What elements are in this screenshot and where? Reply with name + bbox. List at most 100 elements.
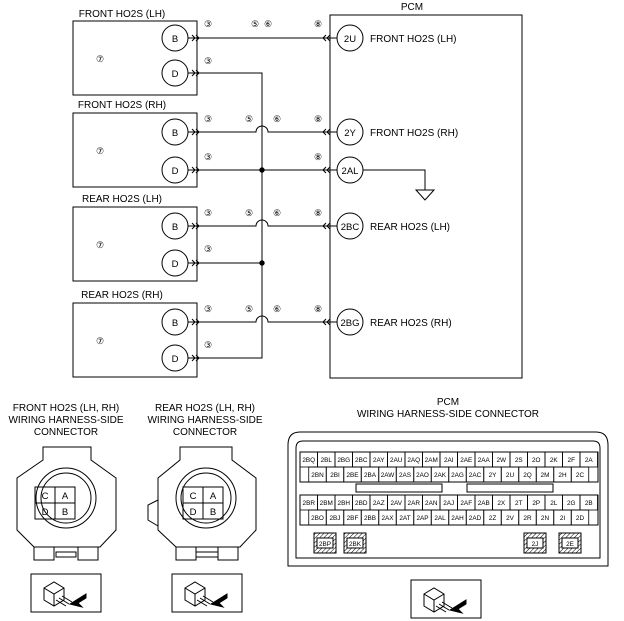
svg-text:CONNECTOR: CONNECTOR [173,427,237,438]
ref-3: ③ [204,244,212,254]
pin-b: B [172,128,178,139]
svg-text:C: C [42,491,49,502]
svg-text:2BP: 2BP [319,541,331,548]
pcm-pin-label: 2Q [523,472,532,479]
ref-8: ⑧ [314,208,322,218]
pcm-pin-label: 2AT [399,515,410,522]
ref-3: ③ [204,340,212,350]
body-ref: ⑦ [96,146,104,156]
pcm-pin-label: 2BG [337,457,350,464]
ref-8: ⑧ [314,114,322,124]
svg-text:2E: 2E [566,541,574,548]
ref-6: ⑥ [273,304,281,314]
junction-dots [259,167,265,266]
pcm-pin-label: 2D [576,515,585,522]
pcm-pin-label: 2T [515,500,523,507]
pcm-pin-label: 2AA [478,457,491,464]
pcm-pin-label: 2A [585,457,594,464]
svg-text:D: D [190,507,197,518]
pcm-pin-label: 2AM [425,457,438,464]
pcm-terminal-label: 2BC [341,222,360,233]
pcm-terminal-2al: 2AL [336,156,364,184]
front-connector-pin-grid: C A D B [34,486,76,520]
pcm-pin-label: 2AS [399,472,411,479]
sensor-front-lh: FRONT HO2S (LH) ⑦ B D [72,9,198,96]
pcm-pin-label: 2AF [460,500,472,507]
ref-8: ⑧ [314,304,322,314]
connector-chevrons [191,34,331,362]
pcm-pin-label: 2BO [311,515,324,522]
pcm-pin-label: 2BD [355,500,368,507]
pcm-pin-label: 2G [567,500,576,507]
pcm-connector-view-icon [410,579,482,619]
pcm-pin-label: 2Z [489,515,497,522]
svg-text:WIRING HARNESS-SIDE CONNECTOR: WIRING HARNESS-SIDE CONNECTOR [357,409,539,420]
pcm-pin-cell [570,509,590,526]
pcm-pin-label: 2AQ [407,457,420,464]
pcm-pin-label: 2BH [338,500,351,507]
pcm-pin-label: 2F [568,457,576,464]
svg-text:C: C [190,491,197,502]
pcm-pin-label: 2AZ [373,500,385,507]
rear-connector-title: REAR HO2S (LH, RH) WIRING HARNESS-SIDE C… [147,403,262,438]
ref-5: ⑤ [245,114,253,124]
pcm-pin-label: 2L [550,500,558,507]
pcm-pin-label: 2H [558,472,567,479]
svg-text:WIRING HARNESS-SIDE: WIRING HARNESS-SIDE [147,415,262,426]
ref-8: ⑧ [314,19,322,29]
svg-text:2J: 2J [532,541,539,548]
pcm-pin-label: 2AH [451,515,464,522]
pcm-pin-label: 2AY [373,457,385,464]
pcm-pin-label: 2X [497,500,506,507]
pcm-pin-label: 2BL [321,457,333,464]
pcm-pin-label: 2AD [469,515,482,522]
svg-text:D: D [42,507,49,518]
pcm-connector-title: PCM WIRING HARNESS-SIDE CONNECTOR [357,397,539,420]
pcm-pin-label: 2AU [390,457,403,464]
rear-connector-view-icon [171,573,243,613]
svg-text:B: B [62,507,68,518]
pcm-pin-label: 2BC [355,457,368,464]
pcm-terminal-label: 2U [344,34,356,45]
pcm-terminal-label: 2BG [340,318,359,329]
pcm-pin-label: 2AC [469,472,482,479]
pcm-pin-label: 2W [496,457,507,464]
pcm-pin-label: 2BJ [329,515,340,522]
pcm-terminal-desc: REAR HO2S (LH) [370,222,450,233]
pcm-pin-label: 2I [560,515,566,522]
ref-3: ③ [204,208,212,218]
pcm-pin-label: 2B [585,500,593,507]
pcm-pin-label: 2AB [478,500,490,507]
pcm-pin-label: 2K [550,457,559,464]
rear-connector-pin-grid: C A D B [182,486,224,520]
pcm-pin-label: 2BI [330,472,340,479]
pcm-pin-label: 2AR [408,500,421,507]
pcm-pin-label: 2BF [347,515,359,522]
pcm-corner-pins: 2BP 2BK 2J 2E [313,532,582,554]
pcm-pin-label: 2BB [364,515,376,522]
ref-5: ⑤ [251,19,259,29]
pcm-pin-label: 2AO [416,472,429,479]
pcm-block [329,14,523,379]
ref-5: ⑤ [245,208,253,218]
ref-5: ⑤ [245,304,253,314]
pcm-pin-cell [570,466,590,483]
pcm-terminal-label: 2Y [344,128,356,139]
ground-symbol [363,169,436,201]
svg-text:PCM: PCM [437,397,459,408]
ref-3: ③ [204,56,212,66]
front-connector-title: FRONT HO2S (LH, RH) WIRING HARNESS-SIDE … [8,403,123,438]
pcm-pin-label: 2AE [460,457,472,464]
pcm-pin-label: 2AX [381,515,394,522]
ref-8: ⑧ [314,152,322,162]
pcm-pin-label: 2AW [381,472,396,479]
pcm-pin-label: 2Y [489,472,498,479]
svg-text:B: B [210,507,216,518]
pin-b: B [172,318,178,329]
wires [188,37,337,359]
sensor-title: REAR HO2S (RH) [81,290,163,301]
front-connector-view-icon [30,573,102,613]
svg-text:CONNECTOR: CONNECTOR [34,427,98,438]
pcm-pin-label: 2M [541,472,550,479]
